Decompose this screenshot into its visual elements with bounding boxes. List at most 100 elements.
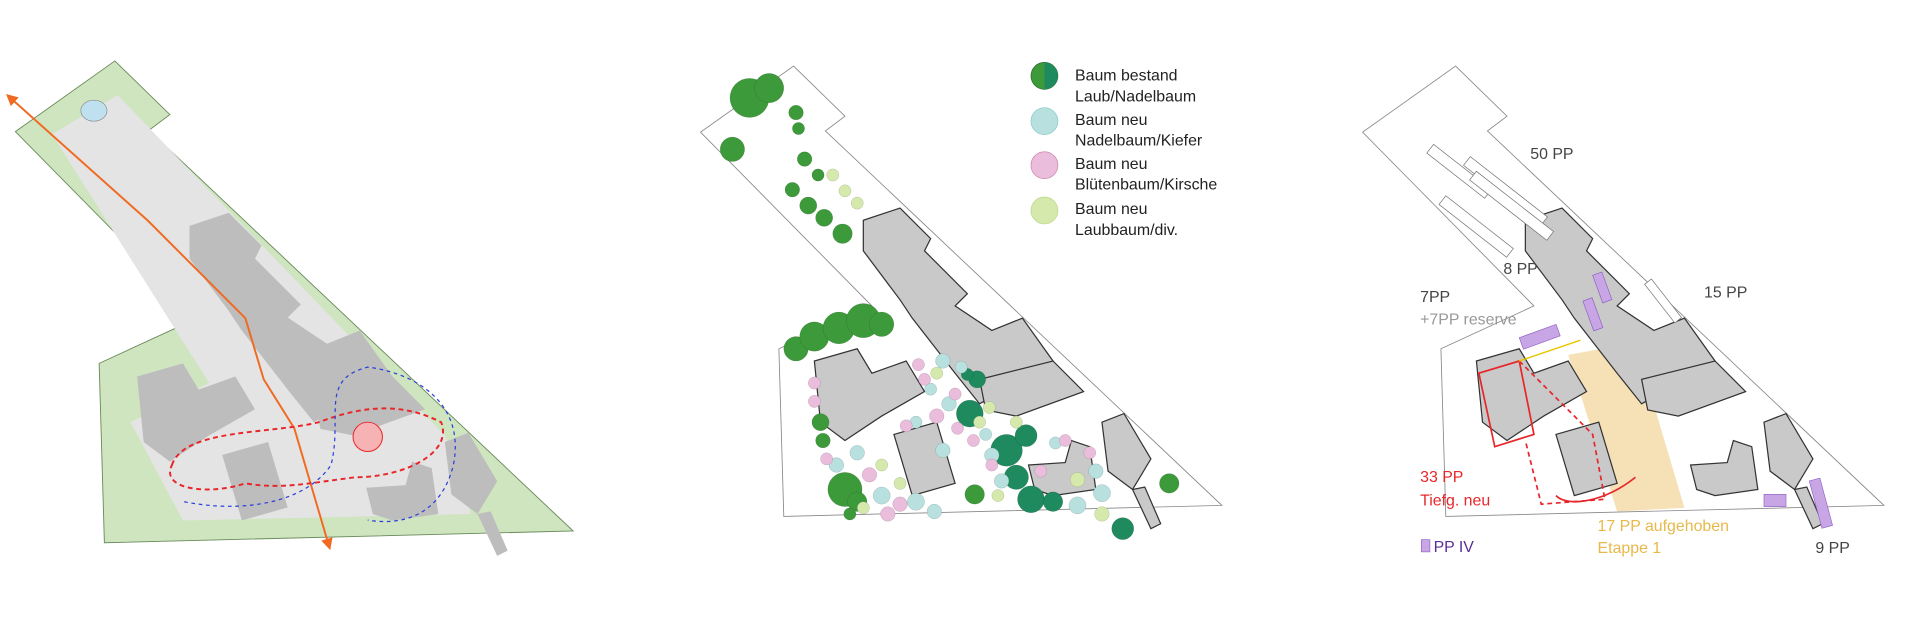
tree-circle (832, 223, 853, 244)
tree-circle (719, 136, 745, 162)
tree-circle (1088, 463, 1104, 479)
tree-circle (893, 477, 907, 490)
tree-circle (811, 413, 830, 431)
tree-circle (880, 506, 896, 522)
tree-circle (930, 366, 944, 380)
tree-circle (985, 458, 999, 472)
tree-circle (808, 376, 821, 390)
parking-labels: 50 PP 8 PP 15 PP 7PP +7PP reserve 33 PP … (1420, 146, 1850, 557)
label-17pp: 17 PP aufgehoben (1598, 518, 1729, 535)
parking-rows (1426, 143, 1683, 324)
tree-circle (935, 442, 951, 458)
building (1555, 421, 1618, 497)
building (1524, 207, 1716, 405)
building (813, 348, 926, 442)
parking-plan (1361, 65, 1885, 530)
building (477, 511, 508, 556)
tree-circle (754, 73, 785, 104)
tree-circle (797, 151, 813, 167)
tree-circle (811, 168, 825, 182)
tree-circle (875, 458, 889, 472)
tree-circle (808, 395, 821, 408)
underground-garage-extension (1518, 360, 1606, 506)
tree-plan (699, 65, 1223, 540)
tree-circle (784, 182, 800, 198)
tree-circle (792, 122, 805, 135)
label-7pp: 7PP (1420, 289, 1450, 306)
tree-circle (820, 452, 833, 466)
tree-circle (954, 360, 968, 374)
tree-circle (926, 503, 942, 520)
legend-item-conifer: Baum neu Nadelbaum/Kiefer (1030, 107, 1203, 150)
legend-label-4b: Laubbaum/div. (1075, 222, 1178, 239)
tree-circle (788, 104, 804, 121)
label-tiefg: Tiefg. neu (1420, 492, 1490, 509)
legend-item-blossom: Baum neu Blütenbaum/Kirsche (1030, 151, 1217, 194)
label-15pp: 15 PP (1704, 284, 1747, 301)
building (862, 207, 1054, 405)
legend-label-3: Baum neu (1075, 156, 1147, 173)
red-loop-route (169, 407, 444, 491)
legend-label-3b: Blütenbaum/Kirsche (1075, 177, 1217, 194)
label-7pp-reserve: +7PP reserve (1420, 311, 1517, 328)
legend-label-2b: Nadelbaum/Kiefer (1075, 133, 1203, 150)
tree-circle (1034, 464, 1048, 478)
trees (719, 73, 1180, 540)
tree-circle (828, 457, 844, 473)
building (1131, 486, 1162, 530)
building (1640, 360, 1747, 417)
tree-circle (899, 419, 913, 433)
tree-circle (1058, 434, 1072, 447)
tree-circle (994, 473, 1010, 489)
label-9pp: 9 PP (1815, 540, 1849, 557)
tree-circle (1159, 473, 1180, 494)
tree-circle-icon (1030, 196, 1059, 225)
main-route-arrow (6, 93, 333, 551)
building (1689, 439, 1759, 497)
tree-circle (1014, 424, 1038, 447)
tree-circle (1111, 517, 1135, 540)
tree-circle (964, 484, 985, 505)
legend-label-1b: Laub/Nadelbaum (1075, 89, 1196, 106)
label-pp-iv: PP IV (1434, 539, 1475, 556)
tree-circle (869, 311, 895, 337)
tree-circle (843, 507, 857, 521)
legend-item-deciduous: Baum neu Laubbaum/div. (1030, 196, 1178, 239)
tree-circle (1009, 415, 1023, 429)
legend-label-2: Baum neu (1075, 112, 1147, 129)
buildings (1475, 207, 1824, 530)
tree-circle (1094, 506, 1110, 522)
tree-circle-icon (1030, 151, 1059, 180)
tree-circle (850, 196, 864, 210)
buildings (813, 207, 1162, 530)
tree-circle (849, 445, 865, 461)
tree-circle-icon (1030, 107, 1059, 135)
tree-circle (918, 372, 931, 386)
tree-circle (815, 209, 833, 227)
tree-circle (838, 184, 852, 198)
label-8pp: 8 PP (1503, 261, 1537, 278)
tree-circle (941, 396, 957, 412)
tree-circle (1068, 496, 1087, 515)
tree-circle (929, 408, 945, 424)
split-tree-half (1044, 62, 1058, 90)
building (1763, 412, 1814, 491)
tree-circle (861, 467, 878, 483)
tree-circle (815, 432, 831, 449)
tree-circle (907, 492, 925, 511)
tree-circle (872, 486, 891, 505)
pond (80, 99, 108, 122)
building (1101, 412, 1152, 491)
tree-circle (912, 358, 925, 372)
tree-circle (1017, 485, 1045, 513)
tree-circle (967, 434, 980, 447)
tree-circle (983, 401, 996, 414)
tree-circle (948, 387, 962, 401)
tree-circle (856, 501, 870, 515)
yellow-line (1518, 339, 1581, 362)
pp-iv-swatch (1421, 539, 1431, 553)
underground-garage-outline (1477, 359, 1535, 448)
plaza-marker (352, 421, 383, 453)
tree-circle (1042, 491, 1064, 512)
